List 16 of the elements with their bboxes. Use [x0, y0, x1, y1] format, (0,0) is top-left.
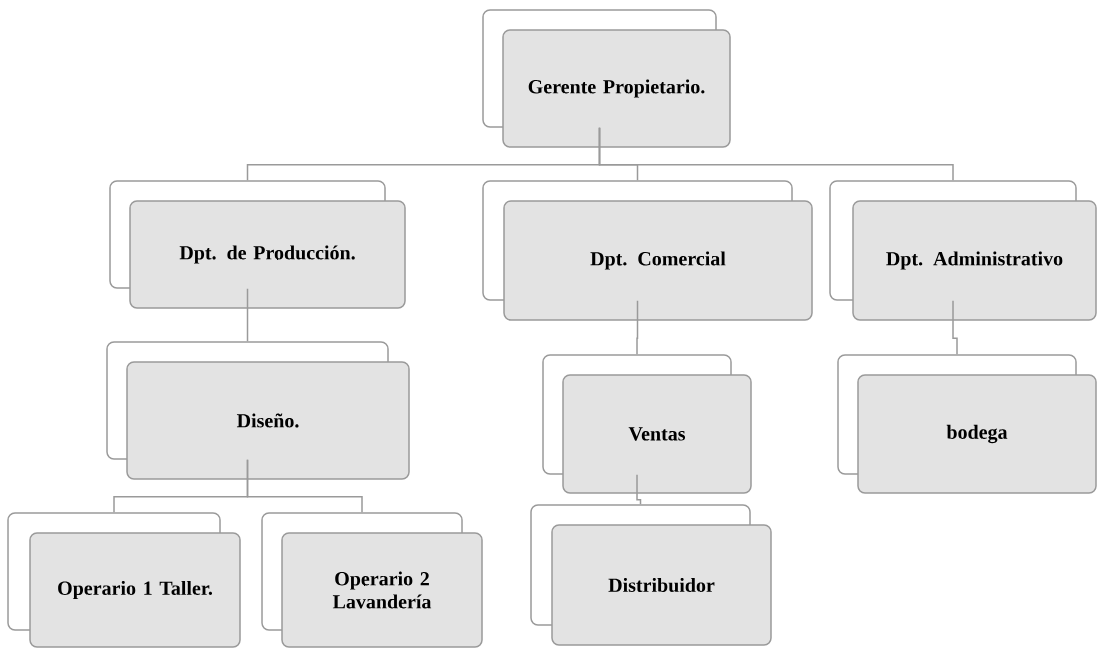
connector-line	[598, 127, 954, 181]
connector-line	[246, 288, 249, 342]
org-box: Ventas	[542, 354, 752, 494]
org-box: Dpt. Administrativo	[829, 180, 1097, 321]
org-box: Diseño.	[106, 341, 410, 480]
connector-line	[952, 300, 958, 355]
connector-line	[636, 474, 642, 505]
org-box: Distribuidor	[530, 504, 772, 646]
connector-line	[636, 300, 639, 355]
org-box: Dpt. Comercial	[482, 180, 813, 321]
org-box: bodega	[837, 354, 1097, 494]
org-box: Gerente Propietario.	[482, 9, 731, 148]
org-box: Dpt. de Producción.	[109, 180, 406, 309]
connector-line	[246, 459, 363, 513]
org-box: Operario 2 Lavandería	[261, 512, 483, 648]
org-box: Operario 1 Taller.	[7, 512, 241, 648]
